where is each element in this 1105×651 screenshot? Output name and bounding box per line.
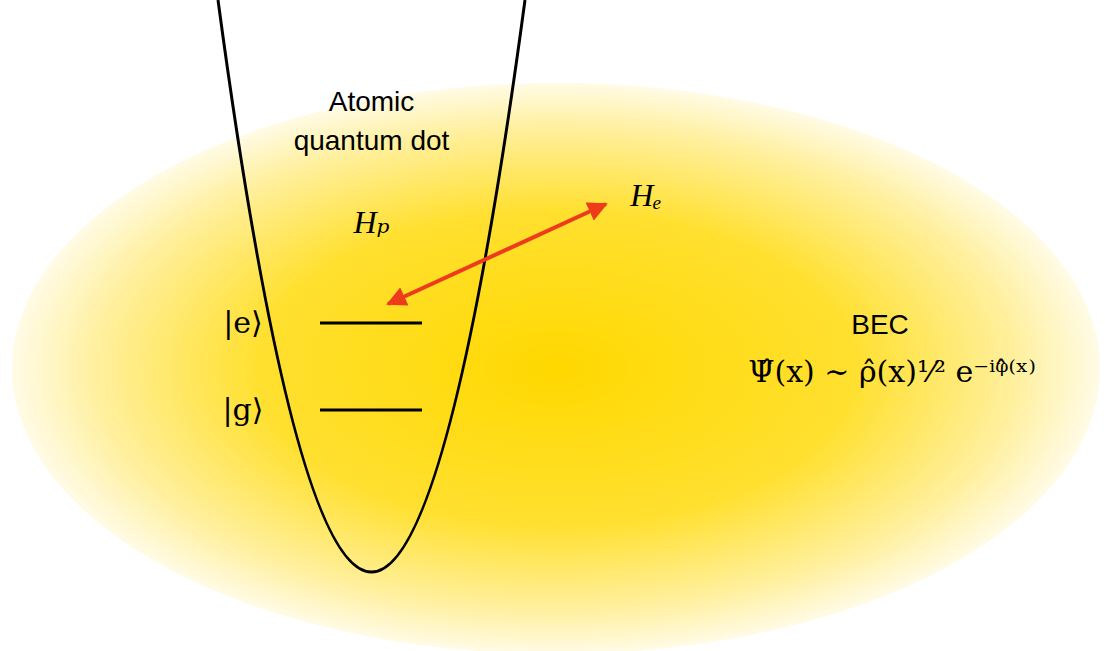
dot-name: Atomic quantum dot — [292, 82, 452, 160]
bec-label: BEC — [851, 309, 909, 341]
field-operator-formula: Ψ̂(x) ∼ ρ̂(x)¹⁄² e⁻ⁱᵠ̂⁽ˣ⁾ — [748, 355, 1036, 390]
trap-potential: Atomic quantum dotHₚ — [218, 0, 525, 580]
hamiltonian-symbol: Hₚ — [354, 204, 390, 241]
energy-level — [320, 409, 422, 412]
hamiltonian-symbol: Hₑ — [630, 177, 662, 214]
bec-cloud: BEC Ψ̂(x) ∼ ρ̂(x)¹⁄² e⁻ⁱᵠ̂⁽ˣ⁾ Atomic quant… — [12, 80, 1100, 651]
bec-ellipse — [12, 83, 1100, 651]
energy-level — [320, 322, 422, 325]
state-label: |g⟩ — [222, 393, 263, 428]
double-arrow — [388, 204, 606, 304]
parabola — [218, 0, 525, 572]
state-label: |e⟩ — [223, 306, 263, 341]
